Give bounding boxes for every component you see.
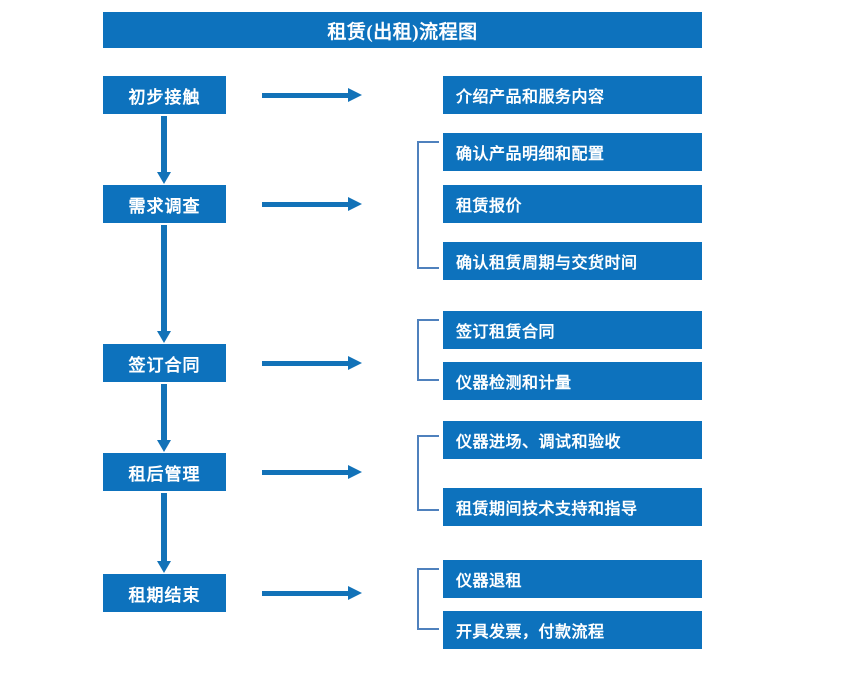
stage-box-qiandinghetong[interactable]: 签订合同 (103, 344, 226, 382)
detail-box-kaijufapiao[interactable]: 开具发票，付款流程 (443, 611, 702, 649)
flow-arrow-right-2 (262, 197, 362, 211)
page-title: 租赁(出租)流程图 (103, 12, 702, 48)
group-bracket-qiandinghetong (417, 319, 439, 381)
flow-arrow-right-3 (262, 356, 362, 370)
stage-box-zuqijieshu[interactable]: 租期结束 (103, 574, 226, 612)
group-bracket-zuqijieshu (417, 568, 439, 630)
detail-box-yiqituizu[interactable]: 仪器退租 (443, 560, 702, 598)
flow-arrow-right-4 (262, 465, 362, 479)
flow-arrow-down-2 (157, 225, 171, 343)
flow-arrow-down-3 (157, 384, 171, 452)
detail-box-qiandingzulinhetong[interactable]: 签订租赁合同 (443, 311, 702, 349)
flow-arrow-right-1 (262, 88, 362, 102)
flow-arrow-down-4 (157, 493, 171, 573)
detail-box-querenzulinzhouqi[interactable]: 确认租赁周期与交货时间 (443, 242, 702, 280)
group-bracket-zuhouguanli (417, 435, 439, 511)
detail-box-querenchanpinmingxi[interactable]: 确认产品明细和配置 (443, 133, 702, 171)
detail-box-jieshaochanpin[interactable]: 介绍产品和服务内容 (443, 76, 702, 114)
detail-box-zulinbaojia[interactable]: 租赁报价 (443, 185, 702, 223)
detail-box-yiqijiancejiliang[interactable]: 仪器检测和计量 (443, 362, 702, 400)
stage-box-xuqiudiaocha[interactable]: 需求调查 (103, 185, 226, 223)
stage-box-zuhouguanli[interactable]: 租后管理 (103, 453, 226, 491)
flow-arrow-right-5 (262, 586, 362, 600)
detail-box-zulinqijianjishu[interactable]: 租赁期间技术支持和指导 (443, 488, 702, 526)
group-bracket-xuqiudiaocha (417, 141, 439, 269)
detail-box-yiqijinchang[interactable]: 仪器进场、调试和验收 (443, 421, 702, 459)
flow-arrow-down-1 (157, 116, 171, 184)
stage-box-chubujiechu[interactable]: 初步接触 (103, 76, 226, 114)
